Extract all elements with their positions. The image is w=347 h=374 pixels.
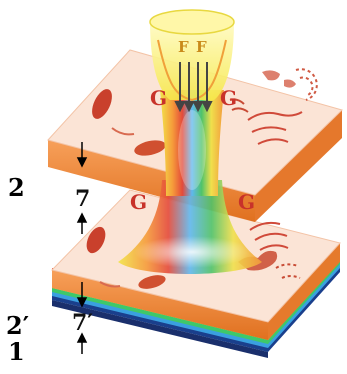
g-marker-top-right: G (220, 88, 237, 108)
thickness-label-bottom: 7′ (72, 312, 93, 334)
label-layer-1: 1 (8, 340, 25, 364)
label-layer-2-prime: 2′ (6, 314, 29, 338)
g-marker-mid-left: G (130, 192, 147, 212)
label-layer-2: 2 (8, 176, 25, 200)
g-marker-mid-right: G (238, 192, 255, 212)
g-marker-top-left: G (150, 88, 167, 108)
thickness-label-top: 7 (75, 188, 90, 210)
f-marker-left: F (178, 40, 189, 55)
f-marker-right: F (196, 40, 207, 55)
